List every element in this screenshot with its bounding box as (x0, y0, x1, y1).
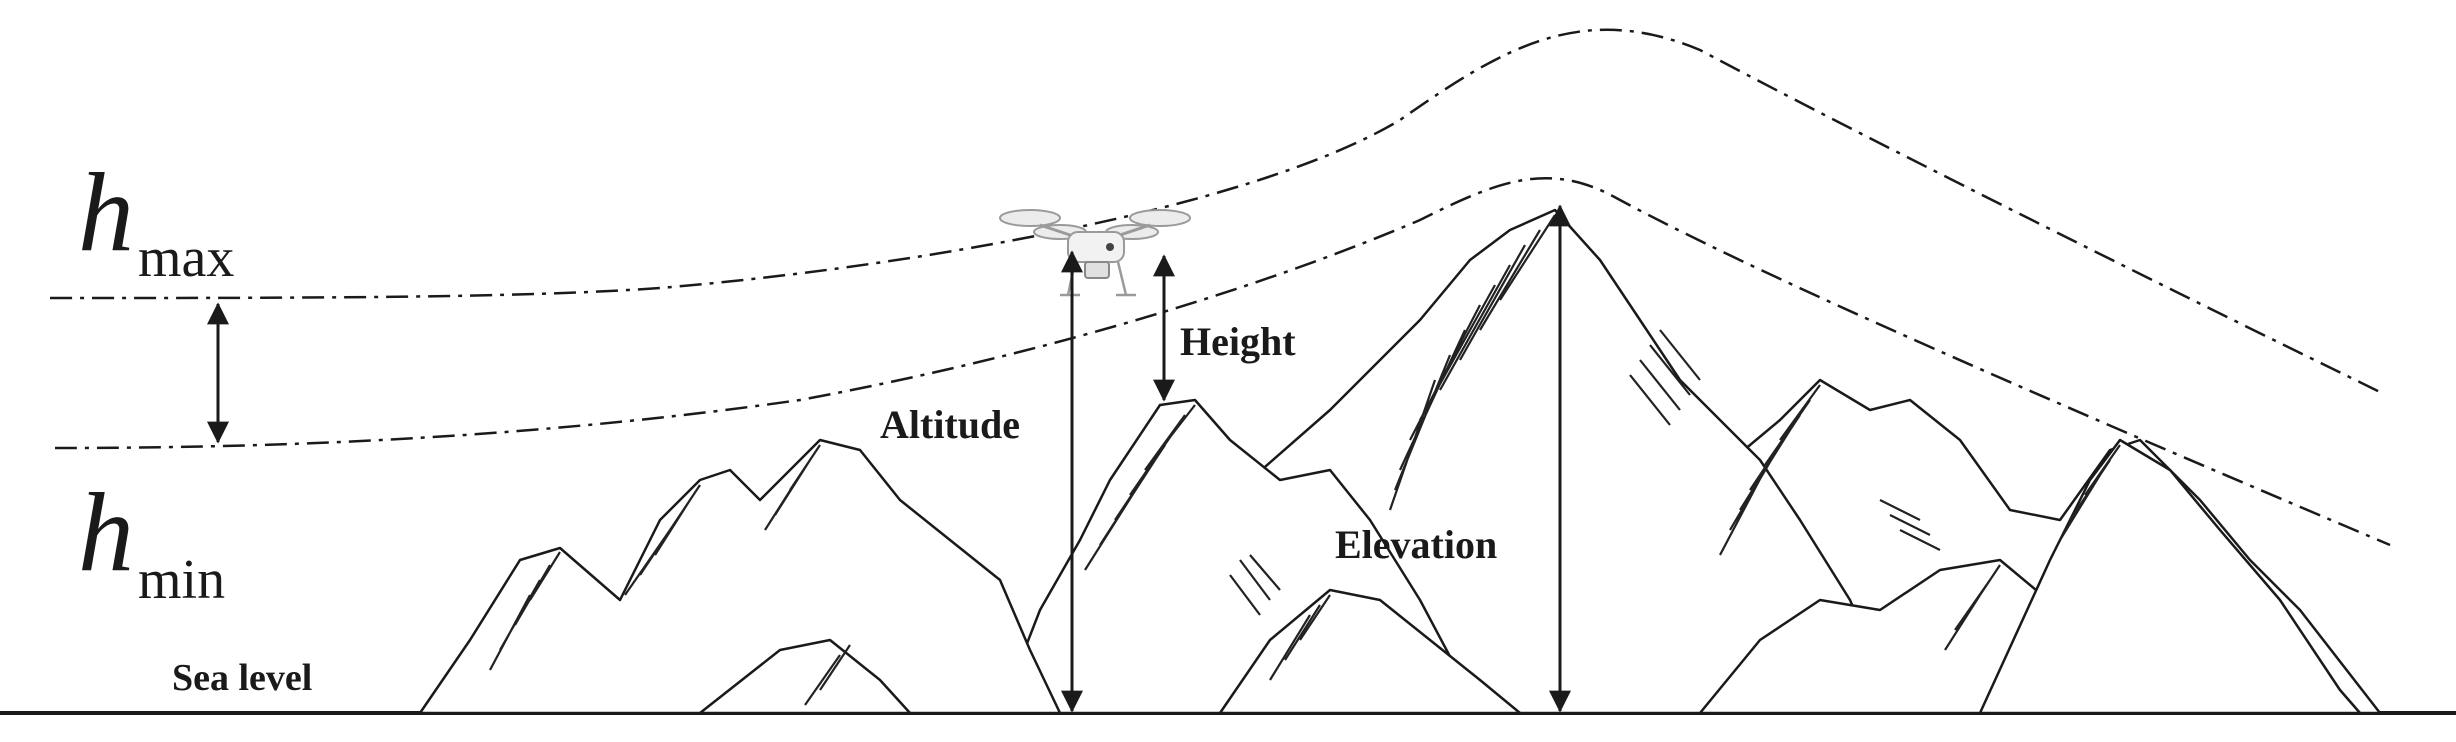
h-min-label: h min (78, 471, 225, 611)
h-max-symbol: h (78, 151, 134, 275)
elevation-label: Elevation (1335, 522, 1497, 567)
sea-level-label: Sea level (172, 657, 312, 699)
h-max-subscript: max (138, 227, 234, 289)
mountain-range (418, 208, 2382, 715)
height-label: Height (1180, 319, 1296, 364)
h-min-subscript: min (138, 549, 225, 611)
h-min-symbol: h (78, 471, 134, 595)
altitude-label: Altitude (880, 402, 1020, 447)
h-max-boundary-curve (49, 28, 2381, 394)
h-max-label: h max (78, 151, 234, 289)
mountain-shading (489, 214, 2121, 706)
h-min-boundary-curve (54, 176, 2391, 547)
